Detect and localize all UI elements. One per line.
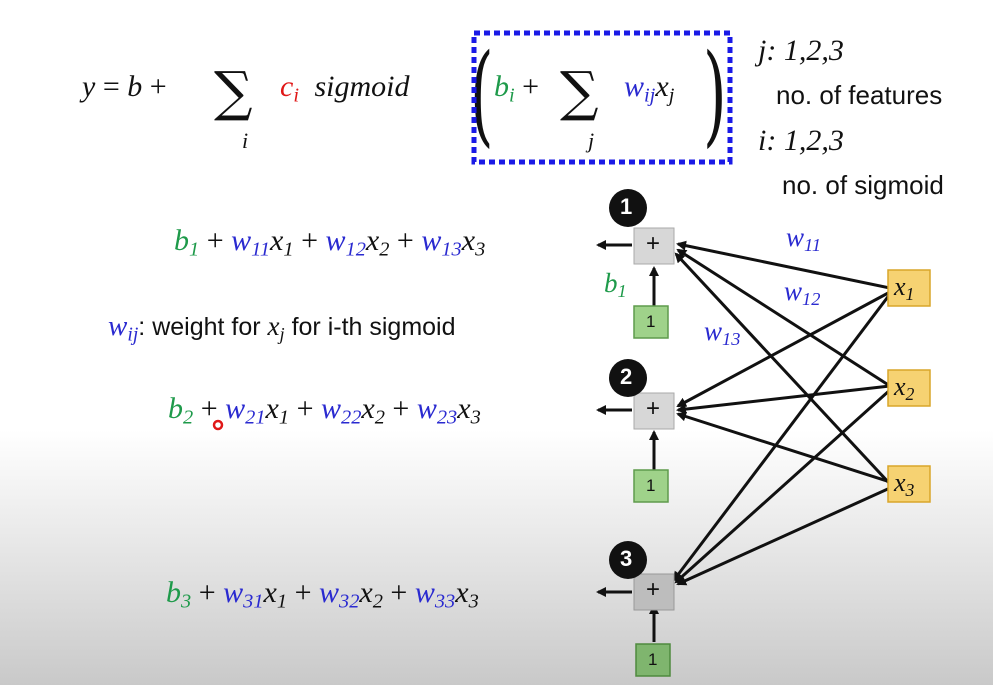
edge-label-w13: w13: [704, 316, 741, 350]
row-3-equation: b3 + w31x1 + w32x2 + w33x3: [166, 576, 479, 613]
edge-x1-sum2: [676, 290, 891, 408]
sum-node-3: [633, 573, 675, 611]
input-label-x3: x3: [894, 468, 915, 500]
sum-node-1: [633, 227, 675, 265]
weight-definition: wij: weight for xj for i-th sigmoid: [108, 310, 456, 346]
one-box-1: [633, 305, 669, 339]
sum-label-3: +: [646, 576, 661, 603]
i-range: i: 1,2,3: [758, 124, 844, 157]
sum-i-sigma: ∑: [214, 60, 253, 123]
one-label-3: 1: [648, 650, 658, 669]
input-label-x1: x1: [894, 272, 915, 304]
edge-label-w12: w12: [784, 276, 821, 310]
edge-label-w11: w11: [786, 222, 822, 256]
features-note: no. of features: [776, 80, 943, 110]
row-1-equation: b1 + w11x1 + w12x2 + w13x3: [174, 224, 486, 261]
formula-y: y: [82, 70, 96, 103]
input-box-x3: [887, 465, 931, 503]
sigmoids-note: no. of sigmoid: [782, 170, 944, 200]
badge-label-1: 1: [620, 194, 633, 219]
inner-bi: bi +: [494, 70, 540, 107]
formula-plus: +: [149, 70, 167, 103]
input-box-x1: [887, 269, 931, 307]
sum-i-index: i: [242, 128, 249, 153]
one-label-1: 1: [646, 312, 656, 331]
one-label-2: 1: [646, 476, 656, 495]
edge-x2-sum1: [676, 248, 891, 388]
dashed-highlight-box: [471, 30, 733, 165]
inner-wx: wijxj: [624, 70, 675, 107]
input-box-x2: [887, 369, 931, 407]
edge-x1-sum1: [676, 240, 891, 290]
formula-b: b: [127, 70, 143, 103]
badge-circle-2: [609, 359, 647, 397]
edge-x3-sum3: [676, 486, 891, 586]
formula-sigmoid: sigmoid: [314, 70, 410, 103]
main-formula: y = b +: [82, 70, 167, 104]
sum-label-2: +: [646, 395, 661, 422]
edge-x3-sum2: [676, 411, 891, 484]
badge-label-2: 2: [620, 364, 633, 389]
badge-label-3: 3: [620, 546, 633, 571]
formula-equals: =: [102, 70, 120, 103]
sum-node-2: [633, 392, 675, 430]
badge-circle-1: [609, 189, 647, 227]
right-paren: ): [703, 30, 727, 158]
input-label-x2: x2: [894, 372, 915, 404]
sum-label-1: +: [646, 230, 661, 257]
edge-x2-sum3: [674, 388, 892, 584]
formula-c-sigmoid: ci sigmoid: [280, 70, 410, 107]
edge-label-b1: b1: [604, 268, 627, 302]
cursor-marker: [212, 419, 224, 431]
edge-x2-sum2: [676, 384, 891, 415]
one-box-3: [635, 643, 671, 677]
one-box-2: [633, 469, 669, 503]
formula-c: ci: [280, 70, 299, 107]
j-range: j: 1,2,3: [758, 34, 844, 67]
sum-j-sigma: ∑: [560, 60, 599, 123]
edge-x3-sum1: [674, 252, 892, 486]
row-2-equation: b2 + w21x1 + w22x2 + w23x3: [168, 392, 481, 429]
edge-x1-sum3: [672, 293, 892, 582]
badge-circle-3: [609, 541, 647, 579]
sum-j-index: j: [588, 128, 595, 153]
